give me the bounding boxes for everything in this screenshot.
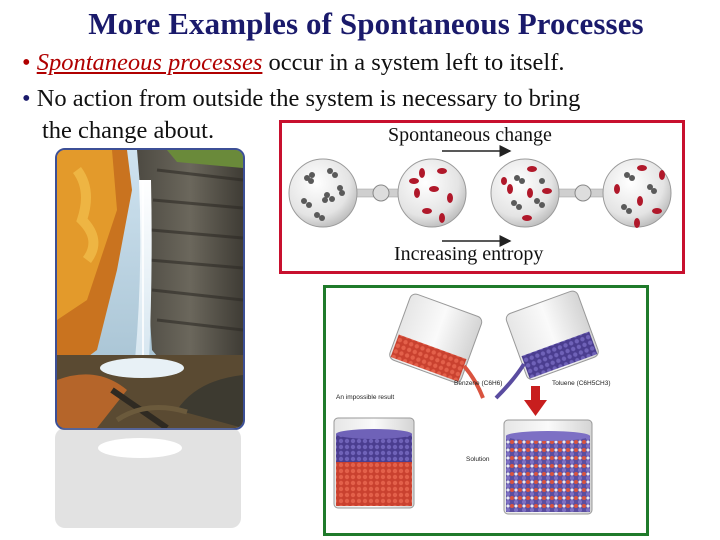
spontaneous-change-label: Spontaneous change xyxy=(388,124,552,146)
increasing-entropy-label: Increasing entropy xyxy=(394,243,544,265)
bullet-1-text: occur in a system left to itself. xyxy=(262,49,565,76)
bullet-marker: • xyxy=(22,85,31,112)
mixing-figure: Benzene (C6H6) Toluene (C6H5CH3) An impo… xyxy=(323,285,649,536)
impossible-result-label: An impossible result xyxy=(336,394,395,401)
solution-label: Solution xyxy=(466,456,490,463)
waterfall-reflection xyxy=(55,428,241,528)
toluene-label: Toluene (C6H5CH3) xyxy=(552,380,611,387)
bullet-2-text: No action from outside the system is nec… xyxy=(36,85,581,112)
slide-title: More Examples of Spontaneous Processes xyxy=(88,6,644,41)
waterfall-photo xyxy=(55,148,245,430)
bullet-1: • Spontaneous processes occur in a syste… xyxy=(22,48,565,78)
entropy-figure: Spontaneous change xyxy=(279,120,685,274)
bullet-2: • No action from outside the system is n… xyxy=(22,84,580,114)
benzene-label: Benzene (C6H6) xyxy=(454,380,503,387)
bullet-1-emphasis: Spontaneous processes xyxy=(36,49,263,76)
bullet-2-continuation: the change about. xyxy=(42,117,215,144)
bullet-marker: • xyxy=(22,49,31,76)
